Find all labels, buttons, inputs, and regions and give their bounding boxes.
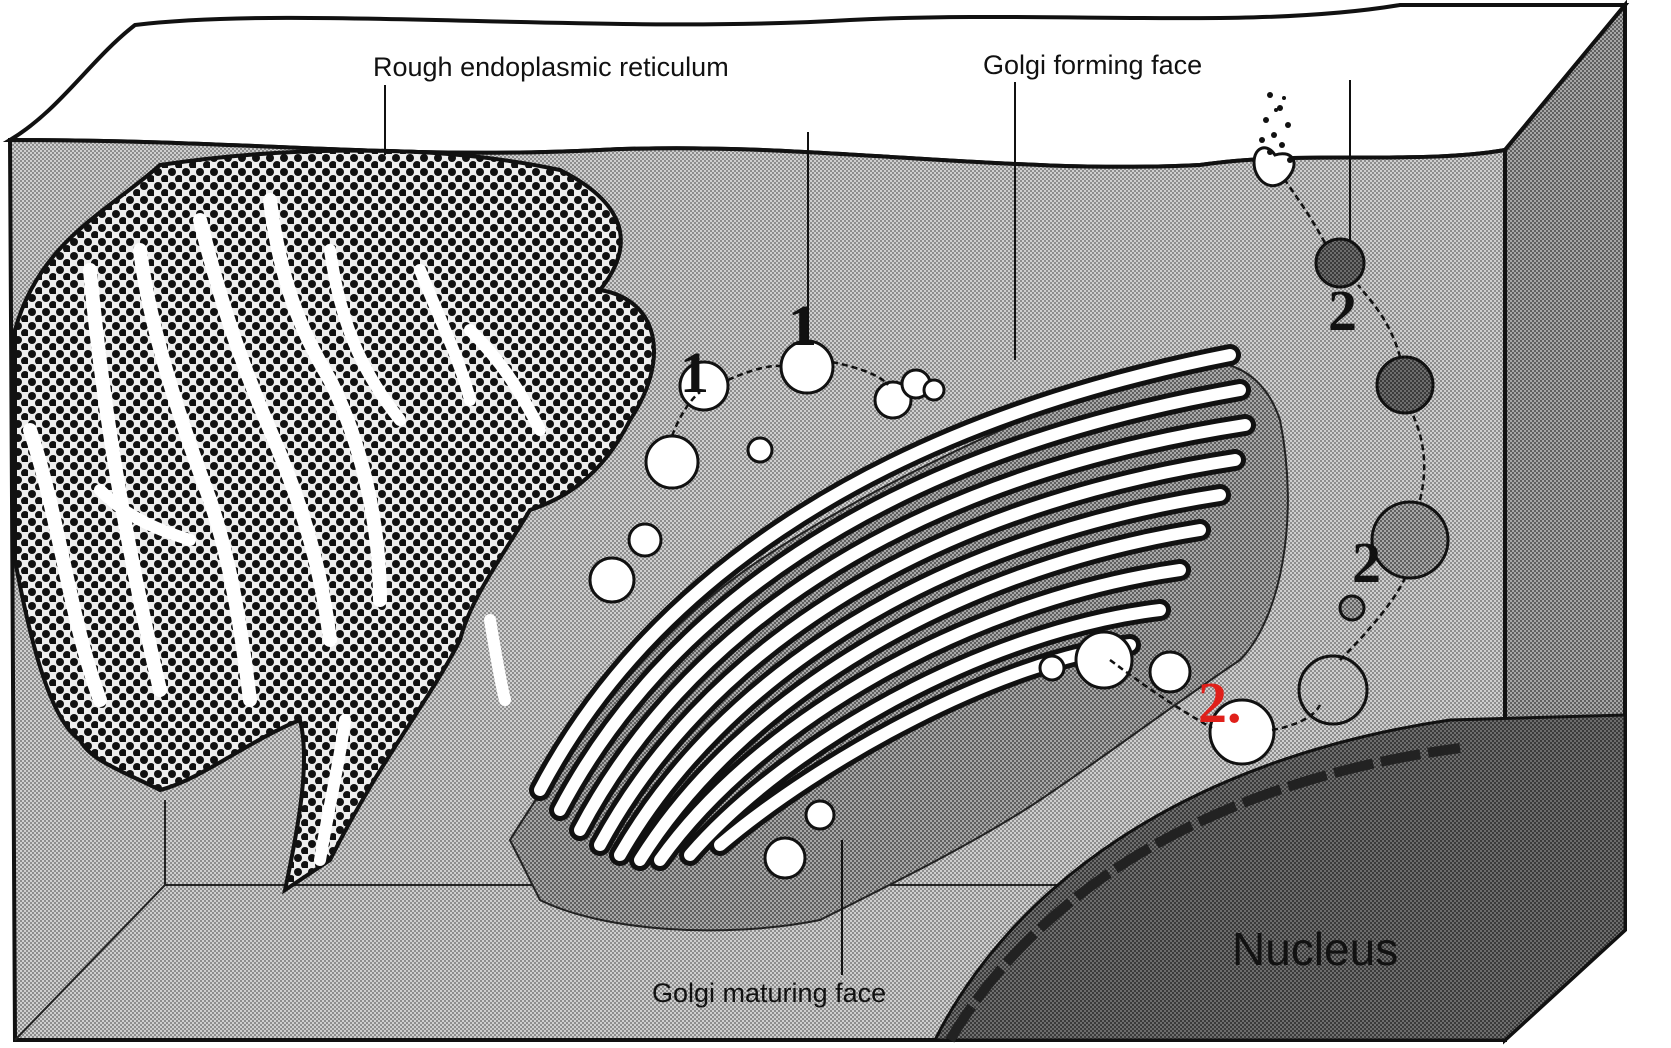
step1-marker-a: 1	[680, 340, 709, 405]
cell-top-surface	[10, 5, 1625, 167]
step2-marker-top: 2	[1328, 278, 1357, 343]
rough-er-label: Rough endoplasmic reticulum	[373, 52, 729, 82]
step2-marker-mid: 2	[1352, 530, 1381, 595]
step1-marker-b: 1	[788, 293, 817, 358]
step2-marker-red: 2.	[1198, 670, 1242, 735]
golgi-forming-face-label: Golgi forming face	[983, 50, 1202, 80]
golgi-maturing-face-label: Golgi maturing face	[652, 978, 886, 1008]
nucleus-label: Nucleus	[1232, 923, 1398, 975]
